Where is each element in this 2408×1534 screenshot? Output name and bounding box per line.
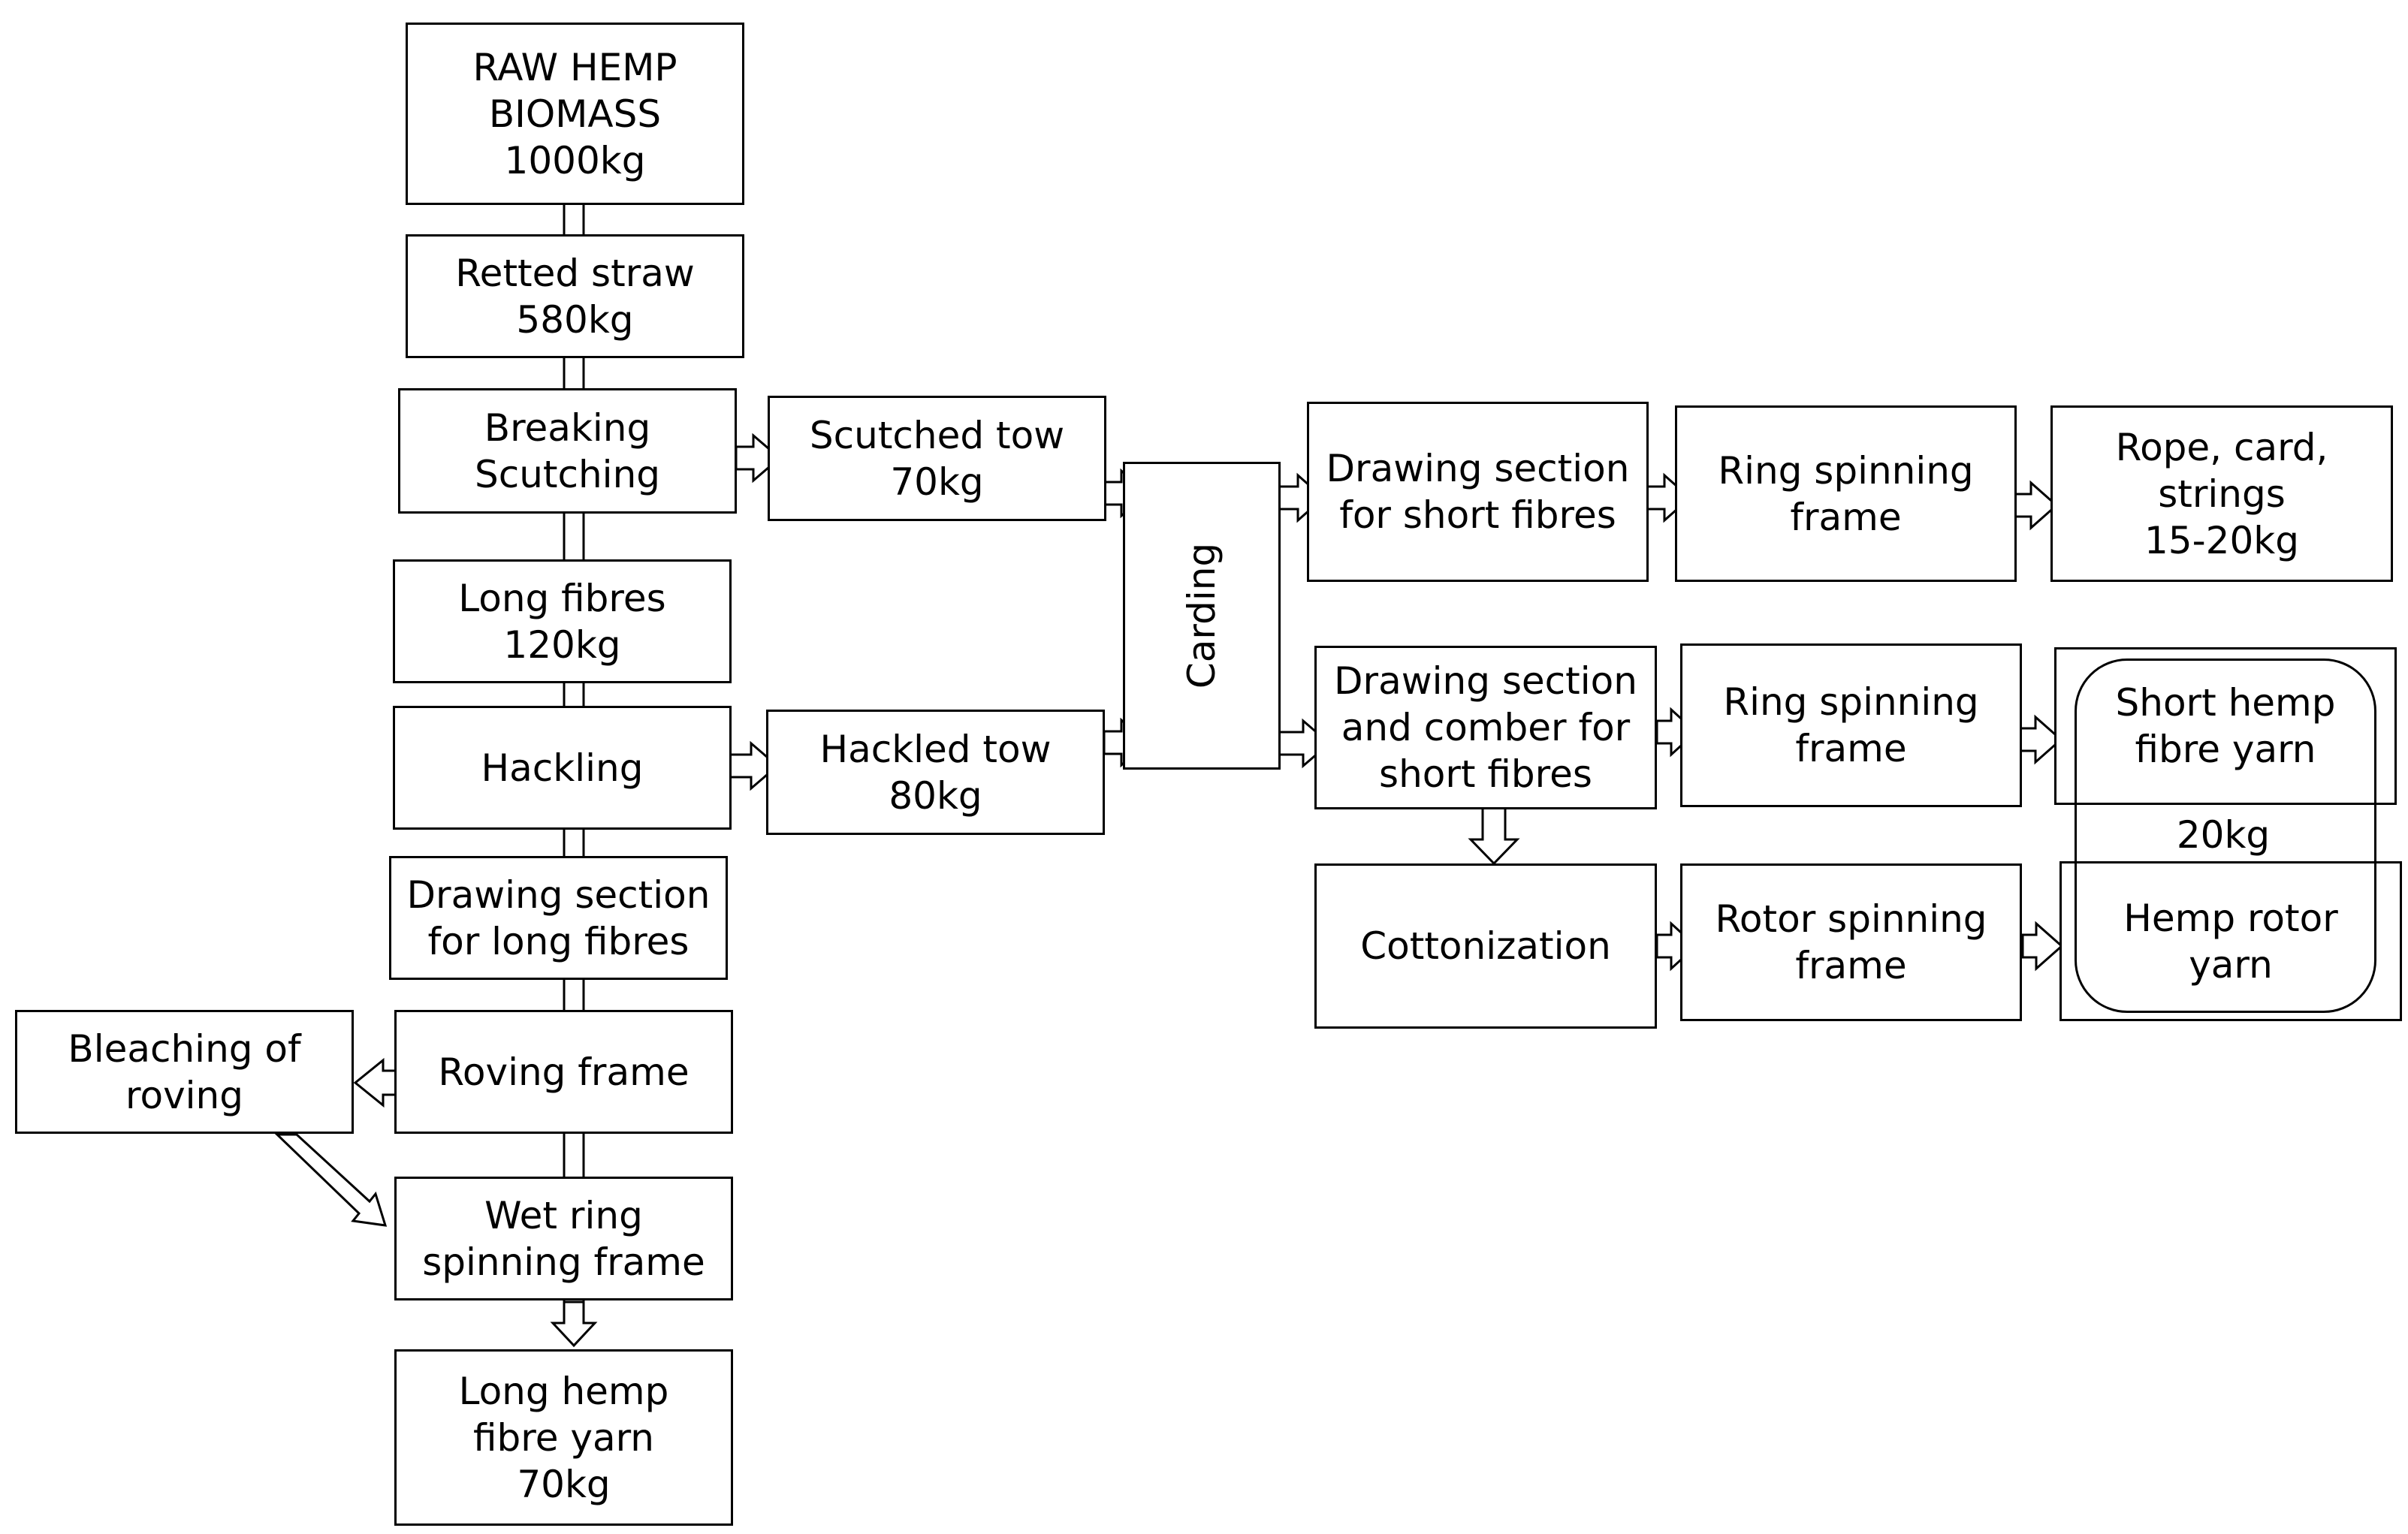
short-yarn-weight: 20kg xyxy=(2176,813,2271,857)
node-drawing-long: Drawing section for long fibres xyxy=(389,856,728,980)
node-retted-straw: Retted straw 580kg xyxy=(406,234,744,358)
node-hackled-tow: Hackled tow 80kg xyxy=(766,710,1105,835)
node-ring-spinning-1: Ring spinning frame xyxy=(1675,405,2017,582)
carding-label: Carding xyxy=(1179,542,1224,689)
yarn-group-outline xyxy=(2075,659,2376,1013)
arrow-breaking-to-scutched xyxy=(735,432,782,484)
node-rope-card-strings: Rope, card, strings 15-20kg xyxy=(2050,405,2393,582)
node-breaking-scutching: Breaking Scutching xyxy=(398,388,737,514)
node-drawing-short: Drawing section for short fibres xyxy=(1307,402,1649,582)
node-long-fibres: Long fibres 120kg xyxy=(393,559,732,683)
node-ring-spinning-2: Ring spinning frame xyxy=(1680,643,2022,807)
arrow-roving-to-bleaching xyxy=(353,1057,398,1108)
node-cottonization: Cottonization xyxy=(1314,863,1657,1029)
arrow-drawing-comber-to-cottonization xyxy=(1468,806,1520,866)
arrow-hackling-to-hackled xyxy=(729,740,780,791)
arrow-ring2-to-short-yarn xyxy=(2018,714,2063,765)
node-wet-ring-spinning: Wet ring spinning frame xyxy=(394,1177,733,1300)
node-roving-frame: Roving frame xyxy=(394,1010,733,1134)
arrow-wet-ring-to-long-yarn xyxy=(550,1300,598,1348)
node-hackling: Hackling xyxy=(393,706,732,830)
node-carding: Carding xyxy=(1123,462,1281,770)
arrow-rotor-to-rotor-yarn xyxy=(2021,921,2064,972)
node-bleaching-roving: Bleaching of roving xyxy=(15,1010,354,1134)
node-drawing-comber-short: Drawing section and comber for short fib… xyxy=(1314,646,1657,809)
arrow-bleaching-to-wet-ring xyxy=(274,1133,388,1227)
node-rotor-spinning: Rotor spinning frame xyxy=(1680,863,2022,1021)
node-raw-hemp-biomass: RAW HEMP BIOMASS 1000kg xyxy=(406,23,744,205)
node-scutched-tow: Scutched tow 70kg xyxy=(768,396,1106,521)
arrow-ring1-to-rope xyxy=(2013,480,2059,531)
node-long-hemp-yarn: Long hemp fibre yarn 70kg xyxy=(394,1349,733,1526)
